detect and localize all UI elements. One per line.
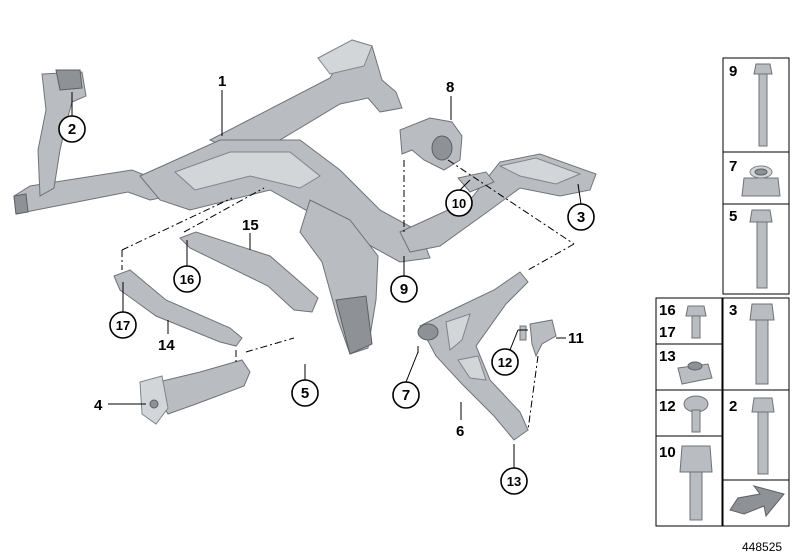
bolt-2-icon bbox=[751, 397, 775, 475]
panel-label-7: 7 bbox=[729, 158, 737, 175]
callout-6: 6 bbox=[456, 423, 464, 440]
collar-nut-7-icon bbox=[741, 165, 781, 197]
direction-arrow-icon bbox=[729, 485, 785, 518]
panel-label-17: 17 bbox=[659, 324, 676, 341]
callout-17: 17 bbox=[116, 318, 130, 333]
panel-label-12: 12 bbox=[659, 398, 676, 415]
wishbone-6 bbox=[417, 271, 529, 441]
callout-4: 4 bbox=[94, 397, 103, 414]
callout-9: 9 bbox=[400, 281, 408, 298]
alignment-dashes bbox=[121, 159, 575, 431]
callout-12: 12 bbox=[498, 355, 512, 370]
engine-mount bbox=[399, 117, 463, 171]
callout-16: 16 bbox=[180, 272, 194, 287]
bracket-10 bbox=[457, 171, 495, 193]
panel-label-9: 9 bbox=[729, 63, 737, 80]
panel-label-10: 10 bbox=[659, 444, 676, 461]
panel-label-16: 16 bbox=[659, 302, 676, 319]
ball-joint-11 bbox=[529, 319, 557, 358]
callouts: 1 2 3 4 5 6 7 8 9 10 11 12 13 14 15 16 1… bbox=[58, 73, 595, 495]
front-bracket-4 bbox=[139, 359, 251, 425]
bolt-5-icon bbox=[749, 209, 773, 289]
callout-8: 8 bbox=[446, 79, 454, 96]
panel-label-13: 13 bbox=[659, 348, 676, 365]
callout-13: 13 bbox=[507, 474, 521, 489]
callout-15: 15 bbox=[242, 217, 259, 234]
panel-label-3: 3 bbox=[729, 302, 737, 319]
callout-1: 1 bbox=[218, 73, 226, 90]
support-bracket-15 bbox=[179, 231, 319, 313]
nut-13-icon bbox=[677, 361, 713, 385]
leader-lines bbox=[71, 90, 582, 468]
panel-label-5: 5 bbox=[729, 208, 737, 225]
bolt-12 bbox=[519, 325, 527, 341]
callout-7: 7 bbox=[402, 387, 410, 404]
callout-2: 2 bbox=[68, 121, 76, 138]
front-axle-subframe bbox=[13, 39, 597, 355]
bolt-10-icon bbox=[679, 445, 713, 521]
bolt-3-icon bbox=[749, 303, 775, 385]
callout-11: 11 bbox=[568, 330, 584, 347]
callout-14: 14 bbox=[158, 337, 175, 354]
bolt-9-icon bbox=[753, 63, 773, 147]
tension-strut-14 bbox=[113, 269, 243, 347]
document-number: 448525 bbox=[742, 540, 782, 554]
bolt-12-icon bbox=[683, 395, 709, 433]
panel-label-2: 2 bbox=[729, 398, 737, 415]
callout-3: 3 bbox=[577, 209, 585, 226]
fastener-panel: 9 7 5 16 17 13 12 10 3 2 bbox=[655, 57, 790, 527]
bolt-16-icon bbox=[685, 305, 707, 339]
callout-5: 5 bbox=[301, 385, 309, 402]
callout-10: 10 bbox=[452, 196, 466, 211]
